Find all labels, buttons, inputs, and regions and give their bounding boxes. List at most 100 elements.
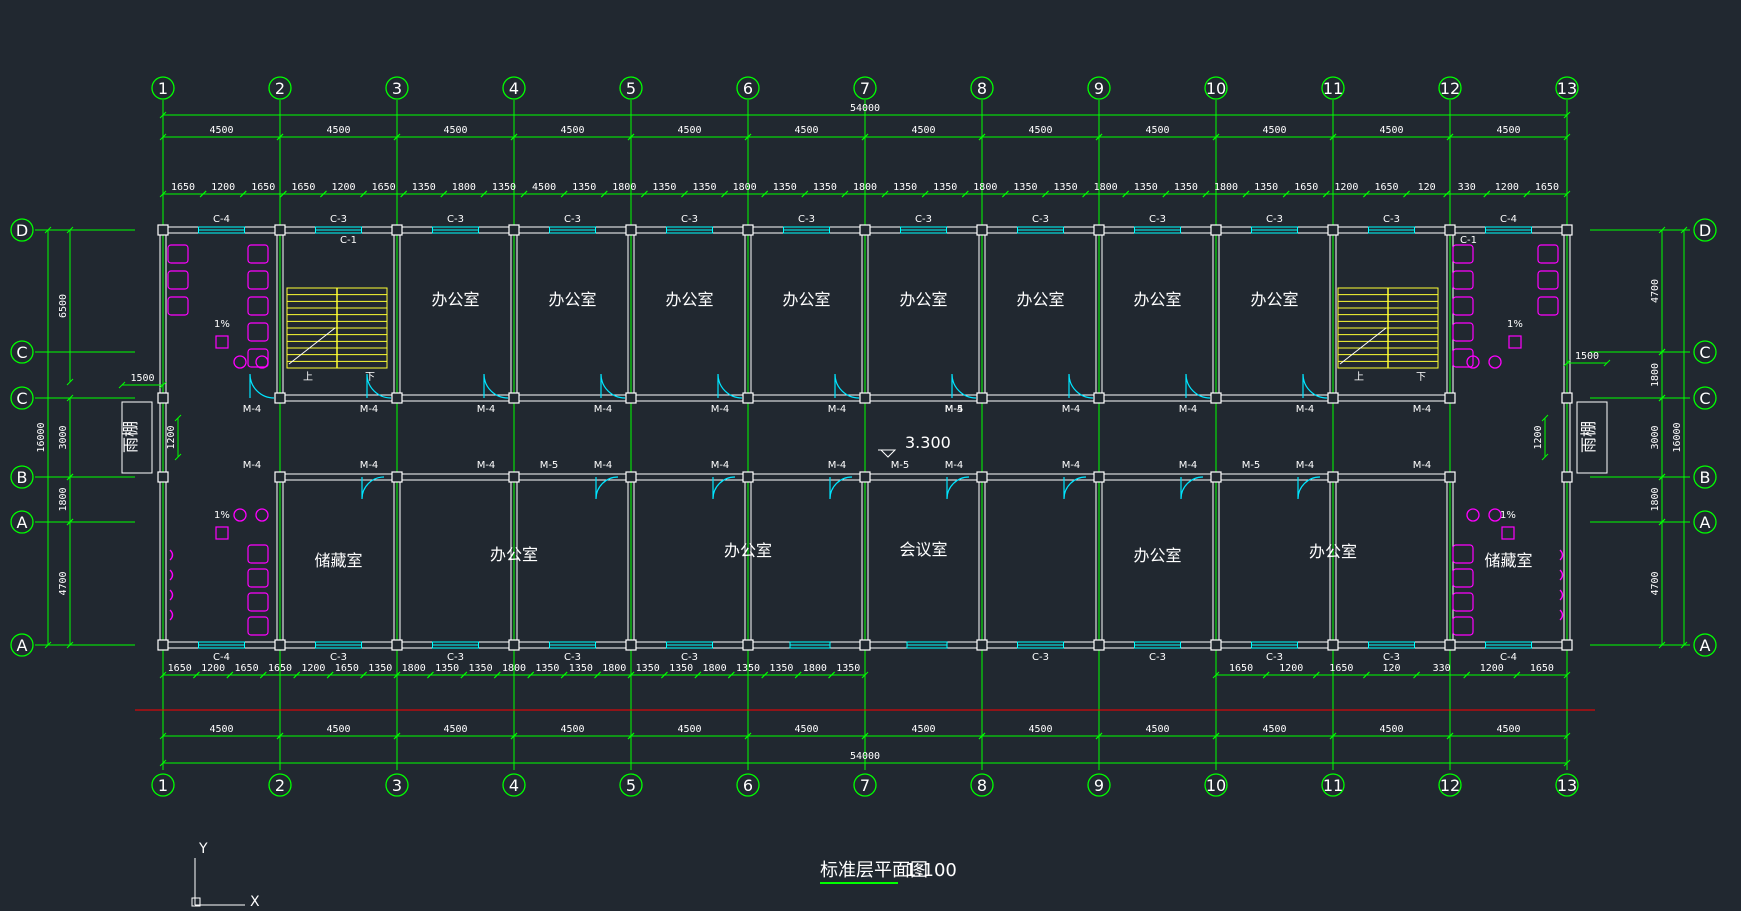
dim-detail-bottom: 1650 <box>1329 663 1353 674</box>
dim-bay-top: 4500 <box>326 125 350 136</box>
room-label-meeting: 会议室 <box>899 540 947 559</box>
dim-tick <box>199 190 207 198</box>
dim-detail-top: 1650 <box>251 182 275 193</box>
window-tag-bottom: C-3 <box>1032 652 1049 663</box>
axis-left-label: B <box>17 468 28 487</box>
dim-tick <box>1282 190 1290 198</box>
axis-left-label: C <box>16 343 27 362</box>
structural-column <box>157 471 169 483</box>
dim-detail-top: 120 <box>1418 182 1436 193</box>
axis-top-label: 11 <box>1323 79 1343 98</box>
dim-tick <box>66 226 74 234</box>
urinal <box>167 296 189 316</box>
axis-top-circle <box>970 76 994 100</box>
dim-detail-bottom: 1800 <box>803 663 827 674</box>
window-tag-bottom: C-3 <box>681 652 698 663</box>
dim-tick <box>159 759 167 767</box>
door-swing <box>1068 373 1094 399</box>
door-swing <box>1297 476 1321 500</box>
dim-tick <box>1563 359 1571 367</box>
door-tag-corridor-top: M-4 <box>945 404 964 415</box>
dim-bay-bottom: 4500 <box>326 724 350 735</box>
window-tag-bottom: C-3 <box>1383 652 1400 663</box>
room-label-office: 办公室 <box>548 290 596 309</box>
dim-tick <box>527 671 535 679</box>
wash-basin <box>1488 355 1502 369</box>
urinal <box>1537 296 1559 316</box>
dim-detail-top: 1350 <box>412 182 436 193</box>
toilet-stall <box>1452 348 1474 368</box>
door-tag-corridor-bottom: M-4 <box>243 460 262 471</box>
structural-column <box>1210 639 1222 651</box>
dim-tick <box>493 671 501 679</box>
structural-column <box>625 639 637 651</box>
axis-bottom-circle <box>502 773 526 797</box>
axis-right-label: B <box>1700 468 1711 487</box>
window-tag-top: C-3 <box>915 214 932 225</box>
dim-detail-top: 1200 <box>331 182 355 193</box>
dim-detail-bottom: 330 <box>1433 663 1451 674</box>
dim-tick <box>159 111 167 119</box>
stair-up-label: 上 <box>303 371 313 383</box>
dim-tick <box>1082 190 1089 198</box>
dim-tick <box>159 671 167 679</box>
window-tag-stair: C-1 <box>1460 235 1477 246</box>
dim-detail-top: 1350 <box>692 182 716 193</box>
dim-tick <box>239 190 247 198</box>
dim-detail-bottom: 1650 <box>1530 663 1554 674</box>
structural-column <box>1093 639 1105 651</box>
axis-bottom-circle <box>385 773 409 797</box>
dim-right-vertical: 4700 <box>1650 571 1661 595</box>
stair-up-label: 上 <box>1354 371 1364 383</box>
door-swing <box>361 476 385 500</box>
axis-top-label: 2 <box>275 79 285 98</box>
toilet-stall <box>1452 322 1474 342</box>
room-label-office: 办公室 <box>490 545 538 564</box>
door-tag-double: M-5 <box>540 460 559 471</box>
axis-left-circle <box>10 633 34 657</box>
dim-detail-top: 1200 <box>1495 182 1519 193</box>
dim-tick <box>1262 671 1270 679</box>
toilet-stall <box>1452 244 1474 264</box>
dim-side-window-left: 1200 <box>166 425 177 449</box>
structural-column <box>976 224 988 236</box>
dim-detail-top: 1200 <box>1334 182 1358 193</box>
dim-tick <box>1513 671 1521 679</box>
room-label-canopy: 雨棚 <box>1579 421 1598 453</box>
dim-detail-top: 1350 <box>773 182 797 193</box>
dim-right-vertical: 4700 <box>1650 279 1661 303</box>
door-tag-corridor-top: M-4 <box>828 404 847 415</box>
floor-drain <box>215 526 229 540</box>
window-tag-stair: C-1 <box>340 235 357 246</box>
dim-tick <box>66 378 74 386</box>
dim-detail-bottom: 1200 <box>201 663 225 674</box>
dim-bay-bottom: 4500 <box>443 724 467 735</box>
dim-detail-top: 1350 <box>933 182 957 193</box>
structural-column <box>1210 471 1222 483</box>
axis-right-circle <box>1693 465 1717 489</box>
dim-tick <box>66 394 74 402</box>
drawing-title: 标准层平面图 <box>820 860 928 881</box>
door-tag-corridor-bottom: M-4 <box>828 460 847 471</box>
dim-detail-bottom: 1800 <box>502 663 526 674</box>
dim-tick <box>744 732 752 740</box>
axis-right-circle <box>1693 340 1717 364</box>
window-tag-top: C-3 <box>1383 214 1400 225</box>
doors <box>249 373 1328 500</box>
window-tag-top: C-3 <box>1149 214 1166 225</box>
door-tag-double: M-5 <box>1242 460 1261 471</box>
structural-column <box>1444 392 1456 404</box>
door-tag-double: M-5 <box>945 404 964 415</box>
structural-column <box>1561 471 1573 483</box>
dim-tick <box>694 671 702 679</box>
axis-bottom-circle <box>1438 773 1462 797</box>
axis-bottom-label: 11 <box>1323 776 1343 795</box>
axis-top-label: 6 <box>743 79 753 98</box>
slope-label: 1% <box>1507 319 1523 330</box>
axis-bottom-label: 5 <box>626 776 636 795</box>
dim-tick <box>480 190 488 198</box>
structural-column <box>157 639 169 651</box>
dim-tick <box>1446 133 1454 141</box>
dim-detail-top: 1650 <box>1535 182 1559 193</box>
